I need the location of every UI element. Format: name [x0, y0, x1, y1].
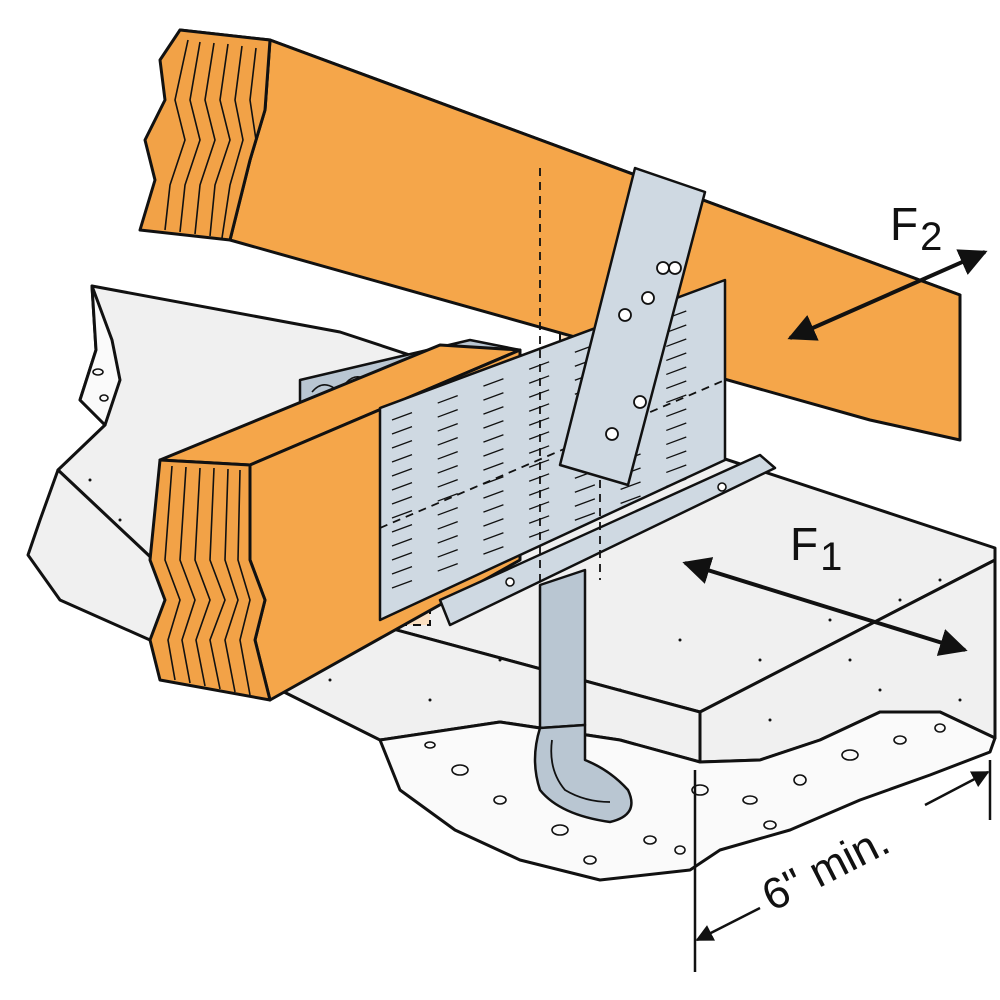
plate-slot [483, 434, 504, 443]
nail-hole [618, 308, 632, 322]
plate-slot [666, 478, 687, 488]
plate-slot [666, 366, 687, 376]
flange-nail-hole [505, 577, 515, 587]
plate-slot [391, 537, 413, 547]
plate-slot [391, 509, 413, 519]
anchor-hook [533, 723, 633, 824]
plate-slot [437, 535, 458, 544]
nail-hole [668, 261, 682, 275]
plate-slot [666, 394, 687, 404]
strap-nail-holes [605, 261, 682, 441]
plate-slot [437, 479, 458, 488]
plate-slot [391, 523, 413, 533]
plate-slot [483, 546, 504, 555]
plate-slot [391, 467, 413, 477]
concrete-aggregate [92, 368, 946, 865]
plate-slot [666, 422, 687, 432]
plate-slot [391, 453, 413, 463]
plate-slot [437, 507, 458, 516]
dimension-line-right [924, 770, 990, 807]
plate-slot [574, 512, 596, 521]
plate-slot [391, 411, 413, 421]
plate-slot [391, 579, 413, 589]
plate-slot [437, 493, 458, 502]
plate-slot [391, 495, 413, 505]
force-2-label: F2 [890, 198, 942, 259]
plate-slot [391, 439, 413, 449]
embedment-dimension [693, 760, 992, 972]
plate-slot [483, 532, 504, 541]
plate-slot [483, 462, 504, 471]
plate-slot [574, 484, 596, 493]
nail-hole [641, 291, 655, 305]
anchor-leg [538, 568, 587, 730]
upper-beam [138, 28, 962, 442]
plate-slot [483, 448, 504, 457]
plate-slot [437, 465, 458, 474]
plate-slot [437, 451, 458, 460]
plate-slot [437, 423, 458, 432]
force-arrows [682, 249, 988, 656]
concrete-left-broken-edge [78, 284, 122, 427]
plate-slot [391, 565, 413, 575]
plate-slot [483, 518, 504, 527]
plate-slot [620, 481, 641, 490]
plate-slot [483, 504, 504, 513]
nail-hole [656, 261, 670, 275]
plate-slot [437, 549, 458, 558]
plate-slot [437, 395, 458, 404]
plate-slot [437, 409, 458, 418]
plate-slot [483, 378, 504, 387]
anchor-hook-inner [550, 739, 611, 803]
plate-slot [666, 408, 687, 418]
plate-slot [483, 490, 504, 499]
dimension-line-left [695, 906, 761, 942]
plate-slot [666, 464, 687, 474]
plate-slot [620, 495, 641, 504]
plate-slot [666, 436, 687, 446]
force-2-arrow [787, 249, 988, 341]
force-1-arrow [682, 557, 968, 656]
plate-slot [666, 450, 687, 460]
front-plate-bottom-flange [438, 453, 777, 627]
plate-slot [666, 380, 687, 390]
plate-slot [391, 551, 413, 561]
plate-slot [437, 521, 458, 530]
concrete-broken-section [378, 710, 997, 882]
force-1-label: F1 [790, 518, 842, 579]
plate-slot [437, 437, 458, 446]
plate-slot [666, 338, 687, 348]
anchor-embedded-leg [533, 568, 633, 824]
plate-slot [391, 481, 413, 491]
plate-slot [483, 392, 504, 401]
plate-slot [483, 406, 504, 415]
vertical-strap [558, 166, 707, 487]
plate-slot [574, 498, 596, 507]
plate-slot [437, 563, 458, 572]
plate-slot [483, 420, 504, 429]
strap-face [558, 166, 707, 487]
nail-hole [605, 427, 619, 441]
nail-hole [633, 395, 647, 409]
upper-beam-grain-lines [164, 39, 257, 239]
plate-slot [666, 352, 687, 362]
flange-nail-hole [717, 482, 727, 492]
plate-slot [391, 425, 413, 435]
sill-plate-grain-lines [164, 465, 251, 696]
